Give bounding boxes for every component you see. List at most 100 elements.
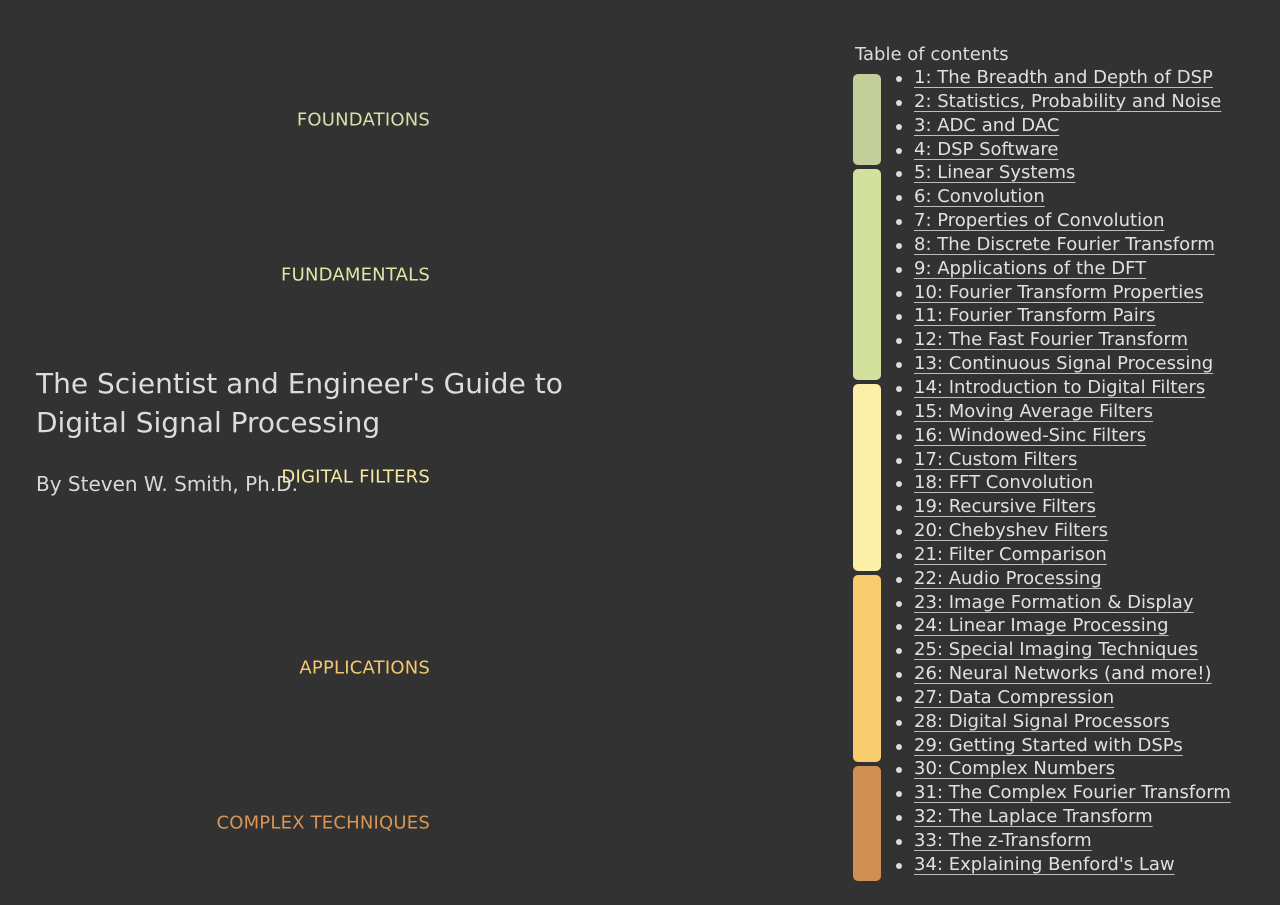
section-color-bar bbox=[853, 169, 881, 381]
bullet-icon bbox=[896, 767, 902, 774]
chapter-link[interactable]: 19: Recursive Filters bbox=[914, 496, 1096, 518]
chapter-link[interactable]: 27: Data Compression bbox=[914, 686, 1115, 708]
chapter-link[interactable]: 18: FFT Convolution bbox=[914, 472, 1094, 494]
chapter-item: 19: Recursive Filters bbox=[896, 495, 1231, 519]
bullet-icon bbox=[896, 123, 902, 130]
chapter-link[interactable]: 14: Introduction to Digital Filters bbox=[914, 376, 1206, 398]
bullet-icon bbox=[896, 719, 902, 726]
bullet-icon bbox=[896, 600, 902, 607]
book-title-line-1: The Scientist and Engineer's Guide to bbox=[36, 367, 563, 400]
chapter-link[interactable]: 10: Fourier Transform Properties bbox=[914, 281, 1204, 303]
bullet-icon bbox=[896, 433, 902, 440]
bullet-icon bbox=[896, 457, 902, 464]
bullet-icon bbox=[896, 147, 902, 154]
chapter-link[interactable]: 13: Continuous Signal Processing bbox=[914, 353, 1214, 375]
chapter-link[interactable]: 28: Digital Signal Processors bbox=[914, 710, 1170, 732]
chapter-item: 3: ADC and DAC bbox=[896, 114, 1231, 138]
section-label: COMPLEX TECHNIQUES bbox=[216, 812, 430, 834]
toc-section: DIGITAL FILTERS bbox=[0, 382, 890, 573]
section-color-bar bbox=[853, 765, 881, 881]
book-info: The Scientist and Engineer's Guide to Di… bbox=[36, 364, 616, 497]
section-label: DIGITAL FILTERS bbox=[281, 466, 430, 488]
chapter-link[interactable]: 11: Fourier Transform Pairs bbox=[914, 305, 1156, 327]
bullet-icon bbox=[896, 314, 902, 321]
chapter-link[interactable]: 16: Windowed-Sinc Filters bbox=[914, 424, 1147, 446]
bullet-icon bbox=[896, 743, 902, 750]
chapter-link[interactable]: 34: Explaining Benford's Law bbox=[914, 853, 1175, 875]
bullet-icon bbox=[896, 552, 902, 559]
section-color-bar bbox=[853, 384, 881, 571]
chapter-link[interactable]: 5: Linear Systems bbox=[914, 162, 1076, 184]
chapter-item: 16: Windowed-Sinc Filters bbox=[896, 424, 1231, 448]
chapter-link[interactable]: 20: Chebyshev Filters bbox=[914, 520, 1109, 542]
bullet-icon bbox=[896, 385, 902, 392]
chapter-link[interactable]: 8: The Discrete Fourier Transform bbox=[914, 233, 1215, 255]
chapter-item: 6: Convolution bbox=[896, 185, 1231, 209]
chapter-item: 34: Explaining Benford's Law bbox=[896, 853, 1231, 877]
bullet-icon bbox=[896, 862, 902, 869]
chapter-link[interactable]: 33: The z-Transform bbox=[914, 830, 1092, 851]
chapter-link[interactable]: 32: The Laplace Transform bbox=[914, 806, 1153, 828]
chapter-item: 10: Fourier Transform Properties bbox=[896, 281, 1231, 305]
toc-section: COMPLEX TECHNIQUES bbox=[0, 764, 890, 883]
section-label: FUNDAMENTALS bbox=[281, 264, 430, 286]
chapter-link[interactable]: 23: Image Formation & Display bbox=[914, 591, 1194, 613]
chapter-link[interactable]: 30: Complex Numbers bbox=[914, 758, 1116, 780]
chapter-item: 21: Filter Comparison bbox=[896, 543, 1231, 567]
bullet-icon bbox=[896, 481, 902, 488]
bullet-icon bbox=[896, 505, 902, 512]
chapter-item: 30: Complex Numbers bbox=[896, 757, 1231, 781]
chapter-link[interactable]: 24: Linear Image Processing bbox=[914, 615, 1169, 637]
bullet-icon bbox=[896, 529, 902, 536]
chapter-link[interactable]: 15: Moving Average Filters bbox=[914, 400, 1154, 422]
bullet-icon bbox=[896, 219, 902, 226]
section-label: APPLICATIONS bbox=[299, 657, 430, 679]
chapter-item: 14: Introduction to Digital Filters bbox=[896, 376, 1231, 400]
chapter-link[interactable]: 2: Statistics, Probability and Noise bbox=[914, 90, 1222, 112]
bullet-icon bbox=[896, 338, 902, 345]
chapter-item: 20: Chebyshev Filters bbox=[896, 519, 1231, 543]
bullet-icon bbox=[896, 648, 902, 655]
chapter-link[interactable]: 26: Neural Networks (and more!) bbox=[914, 663, 1212, 685]
bullet-icon bbox=[896, 839, 902, 845]
chapter-item: 23: Image Formation & Display bbox=[896, 591, 1231, 615]
bullet-icon bbox=[896, 99, 902, 106]
chapter-item: 1: The Breadth and Depth of DSP bbox=[896, 66, 1231, 90]
chapter-link[interactable]: 31: The Complex Fourier Transform bbox=[914, 782, 1231, 804]
chapter-link[interactable]: 9: Applications of the DFT bbox=[914, 257, 1147, 279]
chapter-link[interactable]: 17: Custom Filters bbox=[914, 448, 1078, 470]
chapter-link[interactable]: 12: The Fast Fourier Transform bbox=[914, 329, 1189, 351]
chapter-item: 9: Applications of the DFT bbox=[896, 257, 1231, 281]
bullet-icon bbox=[896, 695, 902, 702]
toc-section: FOUNDATIONS bbox=[0, 72, 890, 167]
bullet-icon bbox=[896, 266, 902, 273]
section-color-bar bbox=[853, 574, 881, 762]
section-label: FOUNDATIONS bbox=[296, 109, 430, 131]
chapter-link[interactable]: 7: Properties of Convolution bbox=[914, 210, 1165, 232]
chapter-link[interactable]: 1: The Breadth and Depth of DSP bbox=[914, 67, 1213, 88]
bullet-icon bbox=[896, 242, 902, 249]
chapter-item: 11: Fourier Transform Pairs bbox=[896, 304, 1231, 328]
chapter-link[interactable]: 21: Filter Comparison bbox=[914, 543, 1107, 565]
chapter-item: 13: Continuous Signal Processing bbox=[896, 352, 1231, 376]
chapter-item: 15: Moving Average Filters bbox=[896, 400, 1231, 424]
bullet-icon bbox=[896, 672, 902, 679]
toc-section: FUNDAMENTALS bbox=[0, 167, 890, 382]
book-title: The Scientist and Engineer's Guide to Di… bbox=[36, 364, 616, 442]
bullet-icon bbox=[896, 791, 902, 798]
chapter-link[interactable]: 4: DSP Software bbox=[914, 138, 1059, 160]
chapter-link[interactable]: 3: ADC and DAC bbox=[914, 114, 1060, 136]
chapter-link[interactable]: 22: Audio Processing bbox=[914, 567, 1102, 589]
chapter-item: 18: FFT Convolution bbox=[896, 471, 1231, 495]
bullet-icon bbox=[896, 290, 902, 297]
book-author: By Steven W. Smith, Ph.D. bbox=[36, 472, 298, 496]
chapter-link[interactable]: 29: Getting Started with DSPs bbox=[914, 734, 1183, 756]
chapter-item: 25: Special Imaging Techniques bbox=[896, 638, 1231, 662]
bullet-icon bbox=[896, 576, 902, 583]
chapter-link[interactable]: 6: Convolution bbox=[914, 186, 1045, 208]
bullet-icon bbox=[896, 362, 902, 369]
bullet-icon bbox=[896, 195, 902, 202]
bullet-icon bbox=[896, 815, 902, 822]
chapter-link[interactable]: 25: Special Imaging Techniques bbox=[914, 639, 1199, 661]
